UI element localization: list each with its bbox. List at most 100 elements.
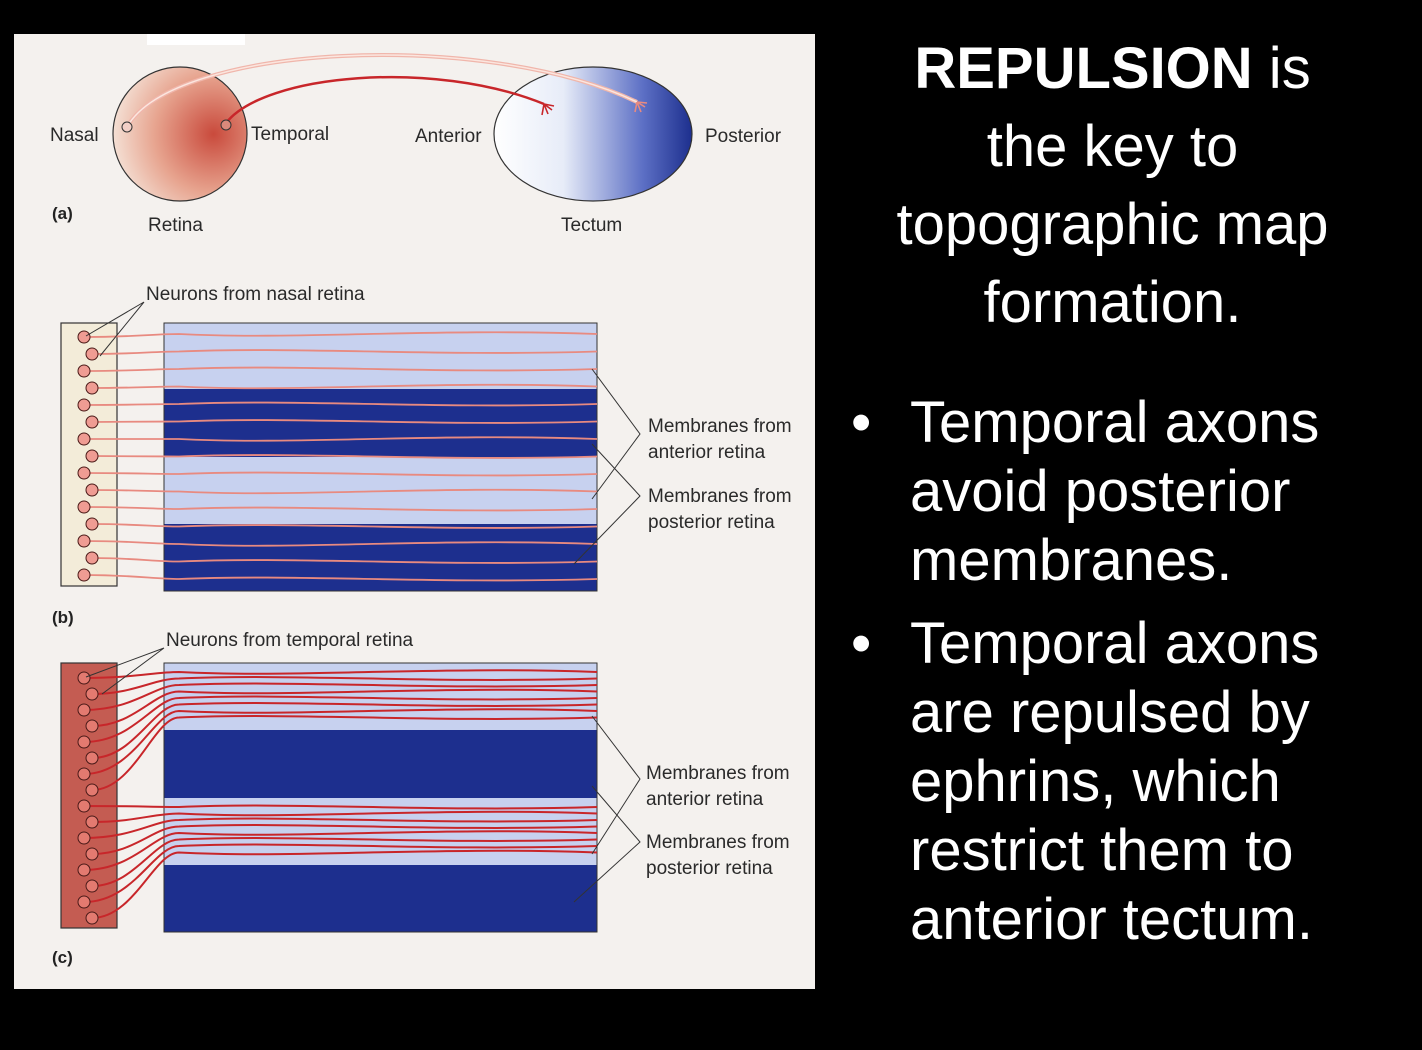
headline-line-2: the key to (986, 114, 1239, 179)
neuron-dot (85, 751, 99, 765)
corner-notch (147, 34, 245, 45)
axon-line (91, 849, 598, 919)
headline: REPULSION is the key to topographic map … (825, 30, 1400, 342)
neuron-dot (77, 364, 91, 378)
axon-line (83, 366, 598, 372)
axon-line (91, 715, 598, 791)
neuron-dot (85, 415, 99, 429)
axon-line (83, 401, 598, 407)
axon-line (91, 419, 598, 424)
neuron-dot (77, 671, 91, 685)
figure-diagram: Nasal Temporal Anterior Posterior Retina… (50, 34, 792, 967)
neuron-dot (85, 449, 99, 463)
nasal-neuron-dot (121, 121, 133, 133)
neuron-dot (77, 330, 91, 344)
axon-line (91, 488, 598, 495)
label-neurons-temporal: Neurons from temporal retina (166, 630, 414, 651)
neuron-dot (77, 398, 91, 412)
neuron-dot (85, 719, 99, 733)
axon-line (84, 436, 598, 442)
nasal-axons (83, 331, 598, 582)
label-membranes-anterior-c-2: anterior retina (646, 789, 764, 810)
figure-panel: Nasal Temporal Anterior Posterior Retina… (14, 34, 815, 989)
label-temporal: Temporal (251, 124, 329, 145)
bullet-item: • Temporal axons are repulsed by ephrins… (847, 609, 1407, 954)
axon-line (83, 817, 598, 839)
bracket-anterior-c (591, 715, 641, 855)
neuron-dot (77, 432, 91, 446)
bullet-icon: • (851, 390, 872, 455)
neuron-dot (77, 895, 91, 909)
panel-c: Neurons from temporal retina Membranes f… (52, 630, 790, 967)
headline-line-4: formation. (983, 270, 1242, 335)
axon-line (83, 540, 598, 547)
neuron-dot (85, 911, 99, 925)
headline-rest: is (1252, 36, 1311, 101)
bullet-text: Temporal axons are repulsed by ephrins, … (910, 611, 1320, 952)
neurons-b-pointer (85, 301, 145, 357)
neuron-dot (85, 381, 99, 395)
headline-line-1: REPULSION is (825, 30, 1400, 108)
axon-line (91, 702, 598, 759)
axon-line (83, 471, 598, 477)
axon-line (91, 557, 598, 564)
axon-line (91, 454, 598, 459)
label-posterior: Posterior (705, 126, 782, 147)
tectum-ellipse (493, 66, 693, 202)
temporal-axons (83, 669, 598, 919)
label-nasal: Nasal (50, 125, 99, 146)
neuron-dot (85, 517, 99, 531)
axon-line (83, 506, 598, 512)
neuron-dot (85, 847, 99, 861)
neuron-dot (85, 687, 99, 701)
label-membranes-anterior-c-1: Membranes from (646, 763, 790, 784)
stripe-posterior-c-2 (164, 865, 597, 932)
bracket-anterior-b (591, 368, 641, 500)
axon-line (83, 331, 598, 338)
axon-line (91, 837, 598, 887)
axon-line (83, 830, 598, 871)
neuron-dot (77, 831, 91, 845)
neuron-dot (85, 347, 99, 361)
retina-circle (112, 66, 248, 202)
bullet-list: • Temporal axons avoid posterior membran… (847, 388, 1407, 968)
label-membranes-posterior-b-2: posterior retina (648, 512, 775, 533)
label-membranes-posterior-c-2: posterior retina (646, 858, 773, 879)
label-neurons-nasal: Neurons from nasal retina (146, 284, 365, 305)
neuron-dot (77, 568, 91, 582)
label-retina: Retina (148, 215, 203, 236)
nasal-axon-terminal (634, 101, 648, 113)
label-membranes-posterior-c-1: Membranes from (646, 832, 790, 853)
neuron-dot (85, 783, 99, 797)
temporal-neuron-dot (220, 119, 232, 131)
neuron-dot (77, 703, 91, 717)
label-membranes-posterior-b-1: Membranes from (648, 486, 792, 507)
axon-line (91, 523, 598, 529)
panel-b-letter: (b) (52, 608, 74, 627)
neuron-dot (77, 799, 91, 813)
tectum-outline-c (163, 662, 598, 933)
axon-line (83, 708, 598, 775)
neuron-dot (85, 551, 99, 565)
neuron-dot (85, 815, 99, 829)
panel-b: Neurons from nasal retina Membranes from… (52, 284, 792, 627)
axon-line (83, 574, 598, 582)
axon-line (83, 695, 598, 743)
bracket-posterior-b (573, 443, 641, 565)
neuron-dot (77, 466, 91, 480)
label-membranes-anterior-b-2: anterior retina (648, 442, 766, 463)
neuron-dot (85, 879, 99, 893)
axon-line (91, 824, 598, 855)
axon-line (83, 669, 598, 679)
neuron-dot (85, 483, 99, 497)
neuron-dot (77, 500, 91, 514)
label-anterior: Anterior (415, 126, 482, 147)
axon-line (91, 349, 598, 355)
panel-a: Nasal Temporal Anterior Posterior Retina… (50, 53, 782, 236)
text-panel: REPULSION is the key to topographic map … (825, 20, 1415, 1030)
nasal-axon-arc-core (126, 54, 638, 128)
neurons-c-pointer (85, 647, 165, 695)
axon-line (83, 804, 598, 810)
axon-line (91, 810, 598, 823)
temporal-neuron-dots (77, 671, 99, 925)
